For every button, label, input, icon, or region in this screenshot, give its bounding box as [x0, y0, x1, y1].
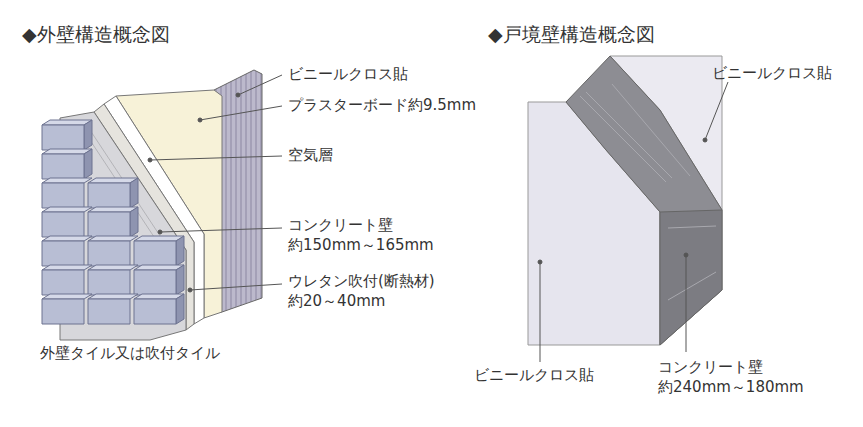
layer-label: ビニールクロス貼 [288, 65, 408, 85]
tile [42, 270, 84, 295]
tile [176, 294, 184, 324]
tile [42, 265, 92, 270]
tile [176, 265, 184, 295]
tile [88, 183, 130, 208]
tile [42, 294, 92, 299]
layer-label: プラスターボード約9.5mm [288, 96, 476, 116]
tile [88, 236, 138, 241]
leader-lines-right [538, 82, 728, 362]
tile [88, 241, 130, 266]
layer-label: コンクリート壁 約150mm～165mm [288, 216, 468, 255]
layer-label: 空気層 [288, 146, 333, 166]
layer-label: ウレタン吹付(断熱材) 約20～40mm [288, 272, 468, 311]
tile [134, 270, 176, 295]
tile [88, 294, 138, 299]
figure-heading: ◆外壁構造概念図 [22, 22, 170, 47]
tile [42, 125, 84, 150]
layer-label: コンクリート壁 約240mm～180mm [658, 358, 838, 397]
tile [42, 154, 84, 179]
tile [134, 241, 176, 266]
tile [42, 212, 84, 237]
leader-lines [148, 75, 282, 292]
tile [88, 270, 130, 295]
tile [42, 178, 92, 183]
layer-label: ビニールクロス貼 [712, 64, 832, 84]
tile [84, 120, 92, 150]
tile [42, 299, 84, 324]
tile [176, 236, 184, 266]
layer-label: 外壁タイル又は吹付タイル [40, 344, 220, 364]
tile-wall [42, 120, 184, 324]
tile [42, 183, 84, 208]
tile [84, 149, 92, 179]
figure-heading: ◆戸境壁構造概念図 [488, 22, 655, 47]
tile [42, 241, 84, 266]
concrete-wall [566, 56, 722, 345]
tile [88, 299, 130, 324]
tile [134, 299, 176, 324]
tile [88, 212, 130, 237]
tile [130, 178, 138, 208]
tile [130, 207, 138, 237]
layer-label: ビニールクロス貼 [474, 366, 594, 386]
tile [42, 207, 92, 212]
tile [42, 236, 92, 241]
tile [88, 265, 138, 270]
